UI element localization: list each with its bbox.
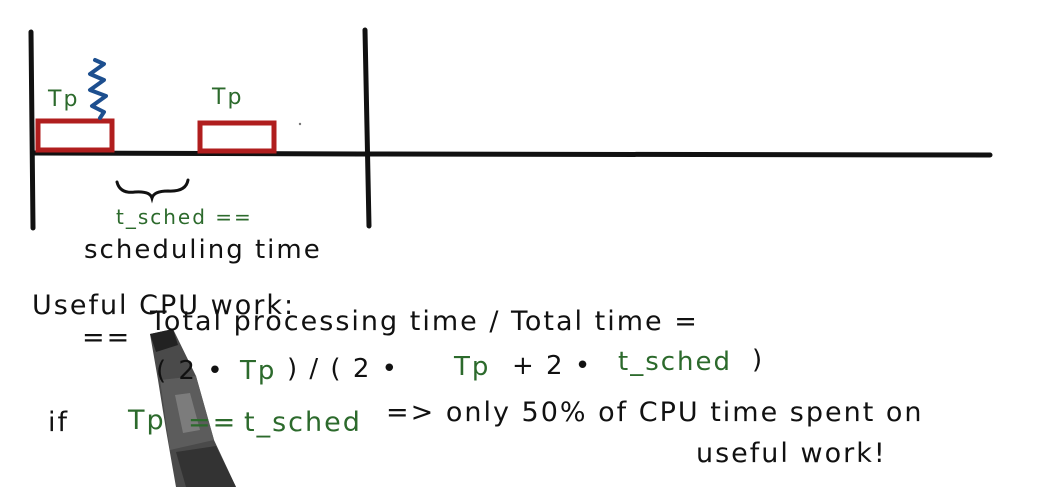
- tsched-description: scheduling time: [84, 235, 322, 265]
- formula-tp: Tp: [240, 356, 277, 386]
- pen-icon: [150, 329, 236, 487]
- timeline-axis: [31, 150, 993, 158]
- formula-mid: ) / ( 2 •: [287, 354, 399, 384]
- brace-icon: [115, 178, 190, 204]
- tp-label-right: Tp: [212, 85, 244, 110]
- condition-tsched: t_sched: [244, 407, 362, 438]
- ink-dot: [298, 122, 302, 126]
- tsched-label: t_sched ==: [116, 205, 253, 229]
- formula-close: ): [752, 345, 765, 375]
- squiggle-icon: [88, 58, 108, 120]
- if-keyword: if: [48, 407, 70, 438]
- formula-open: ( 2 •: [156, 356, 225, 386]
- timeline-left-bar: [28, 29, 36, 231]
- useful-cpu-heading: Useful CPU work:: [32, 290, 296, 321]
- timeline-middle-bar: [362, 27, 372, 229]
- equals-prefix: ==: [82, 322, 132, 353]
- formula-tsched: t_sched: [618, 347, 733, 377]
- process-box-1: [35, 118, 115, 153]
- condition-tp: Tp: [128, 405, 166, 436]
- useful-work-text: useful work!: [696, 438, 887, 469]
- condition-equals: ==: [188, 407, 238, 438]
- formula-text: Total processing time / Total time =: [150, 306, 699, 337]
- formula-tp-2: Tp: [454, 352, 491, 382]
- process-box-2: [197, 120, 277, 154]
- tp-label-left: Tp: [48, 87, 80, 112]
- formula-plus: + 2 •: [512, 351, 593, 381]
- conclusion-text: => only 50% of CPU time spent on: [386, 397, 924, 428]
